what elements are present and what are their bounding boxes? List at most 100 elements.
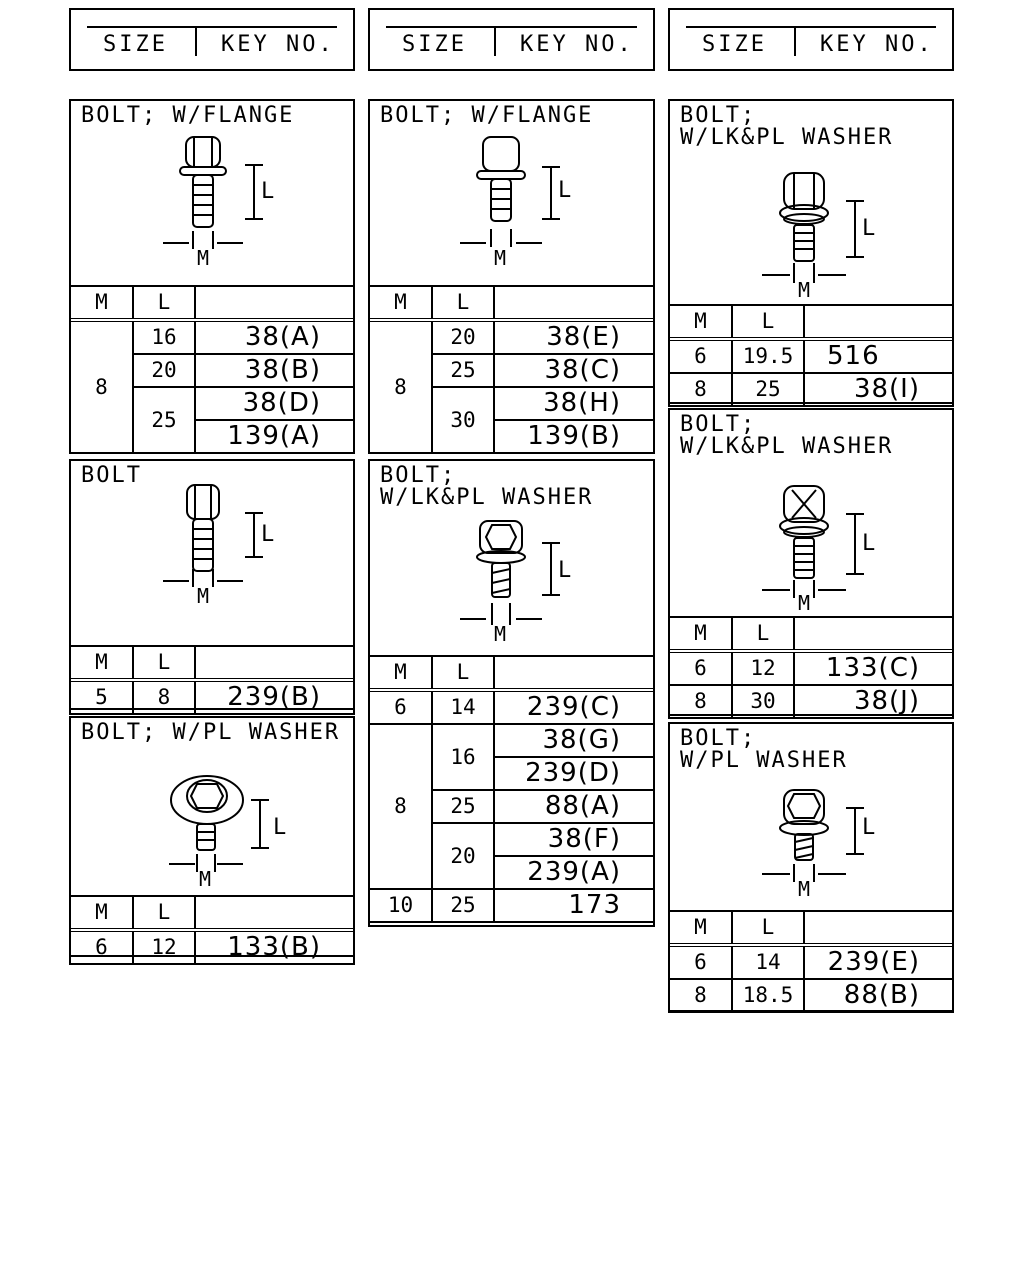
- cell-m: 6: [368, 689, 433, 725]
- key-no: 38(C): [493, 353, 655, 388]
- bolt-lk-washer-icon: L M: [762, 172, 875, 302]
- cell-l: 25: [431, 888, 495, 923]
- key-no: 38(D): [194, 386, 355, 421]
- cell-l: 18.5: [731, 978, 805, 1013]
- key-no-label: KEY NO.: [820, 32, 934, 57]
- col-l: L: [731, 304, 805, 341]
- col-l: L: [731, 616, 795, 653]
- key-no: 38(E): [493, 319, 655, 355]
- key-no: 38(G): [493, 723, 655, 758]
- key-no: 139(B): [493, 419, 655, 454]
- cell-m: 8: [668, 978, 733, 1013]
- dim-m: M: [798, 591, 810, 615]
- dim-l: L: [558, 178, 571, 203]
- cell-m: 8: [668, 372, 733, 407]
- cell-l: 20: [431, 822, 495, 890]
- flange-bolt-icon: L M: [163, 136, 274, 270]
- panel-title: BOLT; W/FLANGE: [380, 103, 594, 128]
- cell-m: 6: [668, 338, 733, 374]
- col-m: M: [69, 285, 134, 322]
- cell-l: 16: [431, 723, 495, 791]
- cell-l: 20: [132, 353, 196, 388]
- hex-bolt-icon: L M: [163, 484, 274, 608]
- key-no: 133(B): [194, 929, 355, 965]
- cell-l: 14: [731, 944, 805, 980]
- bolt-lk-washer-x-icon: L M: [762, 485, 875, 615]
- col-m: M: [69, 645, 134, 682]
- cell-m: 6: [668, 650, 733, 686]
- key-no: 133(C): [793, 650, 954, 686]
- key-no: 38(A): [194, 319, 355, 355]
- key-no-label: KEY NO.: [221, 32, 335, 57]
- key-no: 38(H): [493, 386, 655, 421]
- key-no: 88(B): [803, 978, 954, 1013]
- cell-m: 10: [368, 888, 433, 923]
- panel-title: BOLT; W/LK&PL WASHER: [680, 412, 894, 459]
- size-header-2: SIZE KEY NO.: [368, 8, 655, 71]
- cell-l: 19.5: [731, 338, 805, 374]
- cell-l: 25: [431, 789, 495, 824]
- cell-l: 30: [431, 386, 495, 454]
- key-no: 239(D): [493, 756, 655, 791]
- cell-l: 8: [132, 679, 196, 715]
- dim-l: L: [261, 179, 274, 204]
- dim-l: L: [273, 815, 286, 840]
- key-no: 38(F): [493, 822, 655, 857]
- dim-l: L: [862, 216, 875, 241]
- cell-l: 16: [132, 319, 196, 355]
- key-no: 516: [803, 338, 954, 374]
- key-no: 38(I): [803, 372, 954, 407]
- panel-title: BOLT; W/LK&PL WASHER: [680, 103, 894, 150]
- bolt-lk-washer-icon: L M: [460, 520, 571, 646]
- size-label: SIZE: [103, 32, 168, 57]
- size-header-1: SIZE KEY NO.: [69, 8, 355, 71]
- cell-m: 5: [69, 679, 134, 715]
- col-l: L: [431, 285, 495, 322]
- key-no: 88(A): [493, 789, 655, 824]
- key-no: 38(B): [194, 353, 355, 388]
- col-l: L: [731, 910, 805, 947]
- cell-l: 30: [731, 684, 795, 719]
- cell-l: 25: [431, 353, 495, 388]
- key-no: 239(C): [493, 689, 655, 725]
- dim-m: M: [798, 877, 810, 901]
- cell-l: 25: [731, 372, 805, 407]
- key-no: 173: [493, 888, 655, 923]
- dim-m: M: [494, 622, 506, 646]
- col-l: L: [132, 645, 196, 682]
- dim-m: M: [798, 278, 810, 302]
- dim-l: L: [261, 522, 274, 547]
- panel-title: BOLT; W/LK&PL WASHER: [380, 463, 594, 510]
- bolt-with-washer-icon: L M: [169, 775, 286, 891]
- col-m: M: [668, 304, 733, 341]
- dim-l: L: [558, 558, 571, 583]
- panel-title: BOLT; W/PL WASHER: [81, 720, 341, 745]
- col-l: L: [431, 655, 495, 692]
- cell-l: 14: [431, 689, 495, 725]
- panel-title: BOLT; W/PL WASHER: [680, 726, 848, 773]
- col-m: M: [69, 895, 134, 932]
- cell-m: 8: [368, 319, 433, 454]
- size-label: SIZE: [402, 32, 467, 57]
- col-m: M: [368, 285, 433, 322]
- cell-m: 8: [668, 684, 733, 719]
- key-no: 239(B): [194, 679, 355, 715]
- cell-l: 12: [132, 929, 196, 965]
- bolt-with-washer-icon: L M: [762, 789, 875, 901]
- panel-title: BOLT: [81, 463, 142, 488]
